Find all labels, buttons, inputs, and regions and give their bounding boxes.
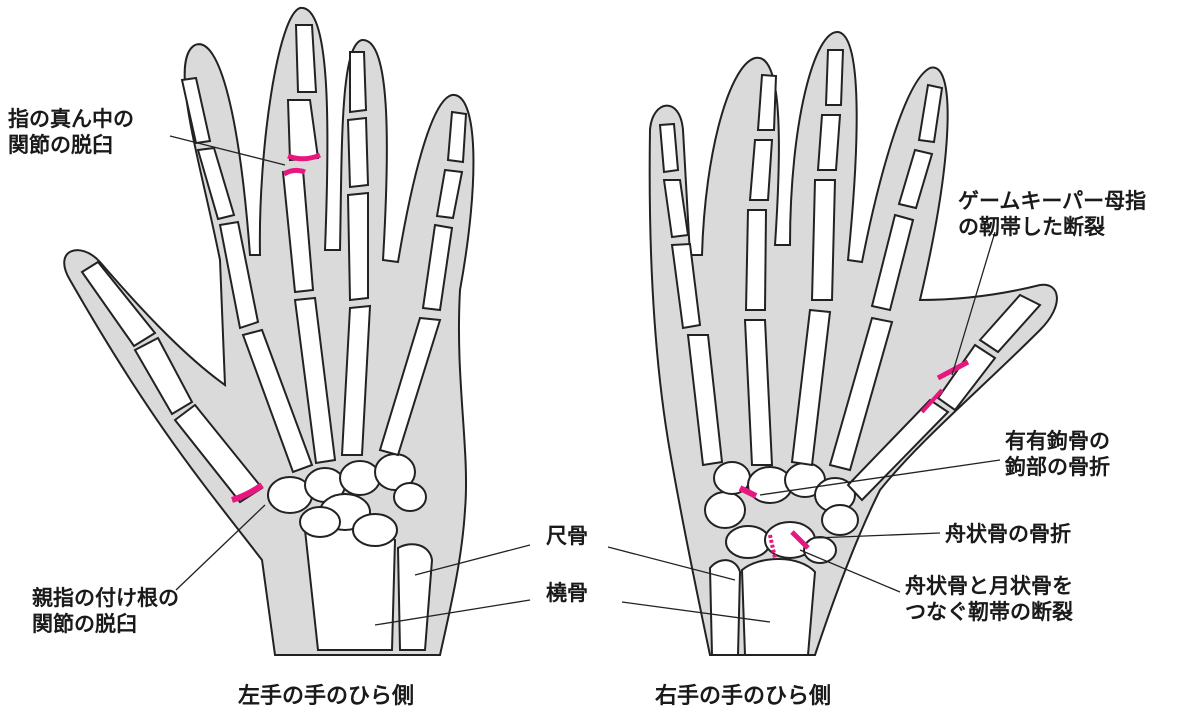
caption-left-hand: 左手の手のひら側 bbox=[238, 684, 415, 709]
right-ulna bbox=[708, 559, 742, 656]
left-leader-lines bbox=[169, 135, 531, 626]
label-hamate-hook-fracture-line1: 有有鉤骨の bbox=[1005, 429, 1110, 453]
right-scapholunate-injury-mark bbox=[768, 534, 777, 559]
right-index-bones bbox=[828, 83, 944, 472]
label-radius: 橈骨 bbox=[546, 581, 588, 605]
label-middle-finger-dislocation: 指の真ん中の 関節の脱臼 bbox=[8, 106, 134, 158]
right-radius bbox=[740, 558, 817, 656]
left-ulna bbox=[396, 543, 434, 651]
left-ring-bones bbox=[340, 51, 372, 456]
left-thumb-bones bbox=[80, 260, 264, 504]
label-hamate-hook-fracture-line2: 鉤部の骨折 bbox=[1005, 455, 1110, 479]
right-hand bbox=[607, 30, 1058, 656]
caption-right-hand: 右手の手のひら側 bbox=[655, 684, 832, 709]
left-hand bbox=[63, 6, 531, 656]
right-leader-lines bbox=[607, 231, 1001, 623]
left-little-bones bbox=[378, 110, 468, 457]
label-scapholunate-ligament-tear: 舟状骨と月状骨を つなぐ靭帯の断裂 bbox=[905, 573, 1073, 625]
label-gamekeeper-thumb-line2: の靭帯した断裂 bbox=[958, 215, 1105, 239]
label-scapholunate-ligament-tear-line1: 舟状骨と月状骨を bbox=[905, 574, 1073, 598]
label-middle-finger-dislocation-line2: 関節の脱臼 bbox=[8, 133, 113, 157]
right-thumb-ligament-injury-mark-2 bbox=[920, 388, 944, 414]
label-middle-finger-dislocation-line1: 指の真ん中の bbox=[8, 107, 134, 131]
left-index-bones bbox=[180, 76, 314, 474]
label-gamekeeper-thumb-line1: ゲームキーパー母指 bbox=[958, 189, 1147, 213]
label-thumb-base-dislocation: 親指の付け根の 関節の脱臼 bbox=[32, 585, 179, 637]
right-thumb-bones bbox=[846, 293, 1042, 502]
left-middle-finger-injury-mark-2 bbox=[282, 167, 306, 177]
left-carpals bbox=[267, 453, 427, 547]
left-middle-bones bbox=[281, 24, 337, 465]
left-thumb-base-injury-mark bbox=[231, 482, 264, 503]
label-thumb-base-dislocation-line1: 親指の付け根の bbox=[32, 586, 179, 610]
right-carpals bbox=[704, 461, 859, 564]
right-middle-bones bbox=[790, 49, 845, 467]
label-hamate-hook-fracture: 有有鉤骨の 鉤部の骨折 bbox=[1005, 428, 1110, 480]
left-middle-finger-injury-mark bbox=[287, 152, 322, 162]
label-scaphoid-fracture: 舟状骨の骨折 bbox=[945, 522, 1071, 546]
right-scaphoid-injury-mark bbox=[790, 530, 810, 550]
label-ulna: 尺骨 bbox=[546, 524, 588, 548]
label-thumb-base-dislocation-line2: 関節の脱臼 bbox=[32, 612, 137, 636]
label-scapholunate-ligament-tear-line2: つなぐ靭帯の断裂 bbox=[905, 600, 1073, 624]
label-gamekeeper-thumb: ゲームキーパー母指 の靭帯した断裂 bbox=[958, 188, 1146, 240]
right-ring-bones bbox=[743, 73, 778, 466]
right-little-bones bbox=[658, 122, 724, 467]
right-hamate-injury-mark bbox=[738, 485, 758, 499]
